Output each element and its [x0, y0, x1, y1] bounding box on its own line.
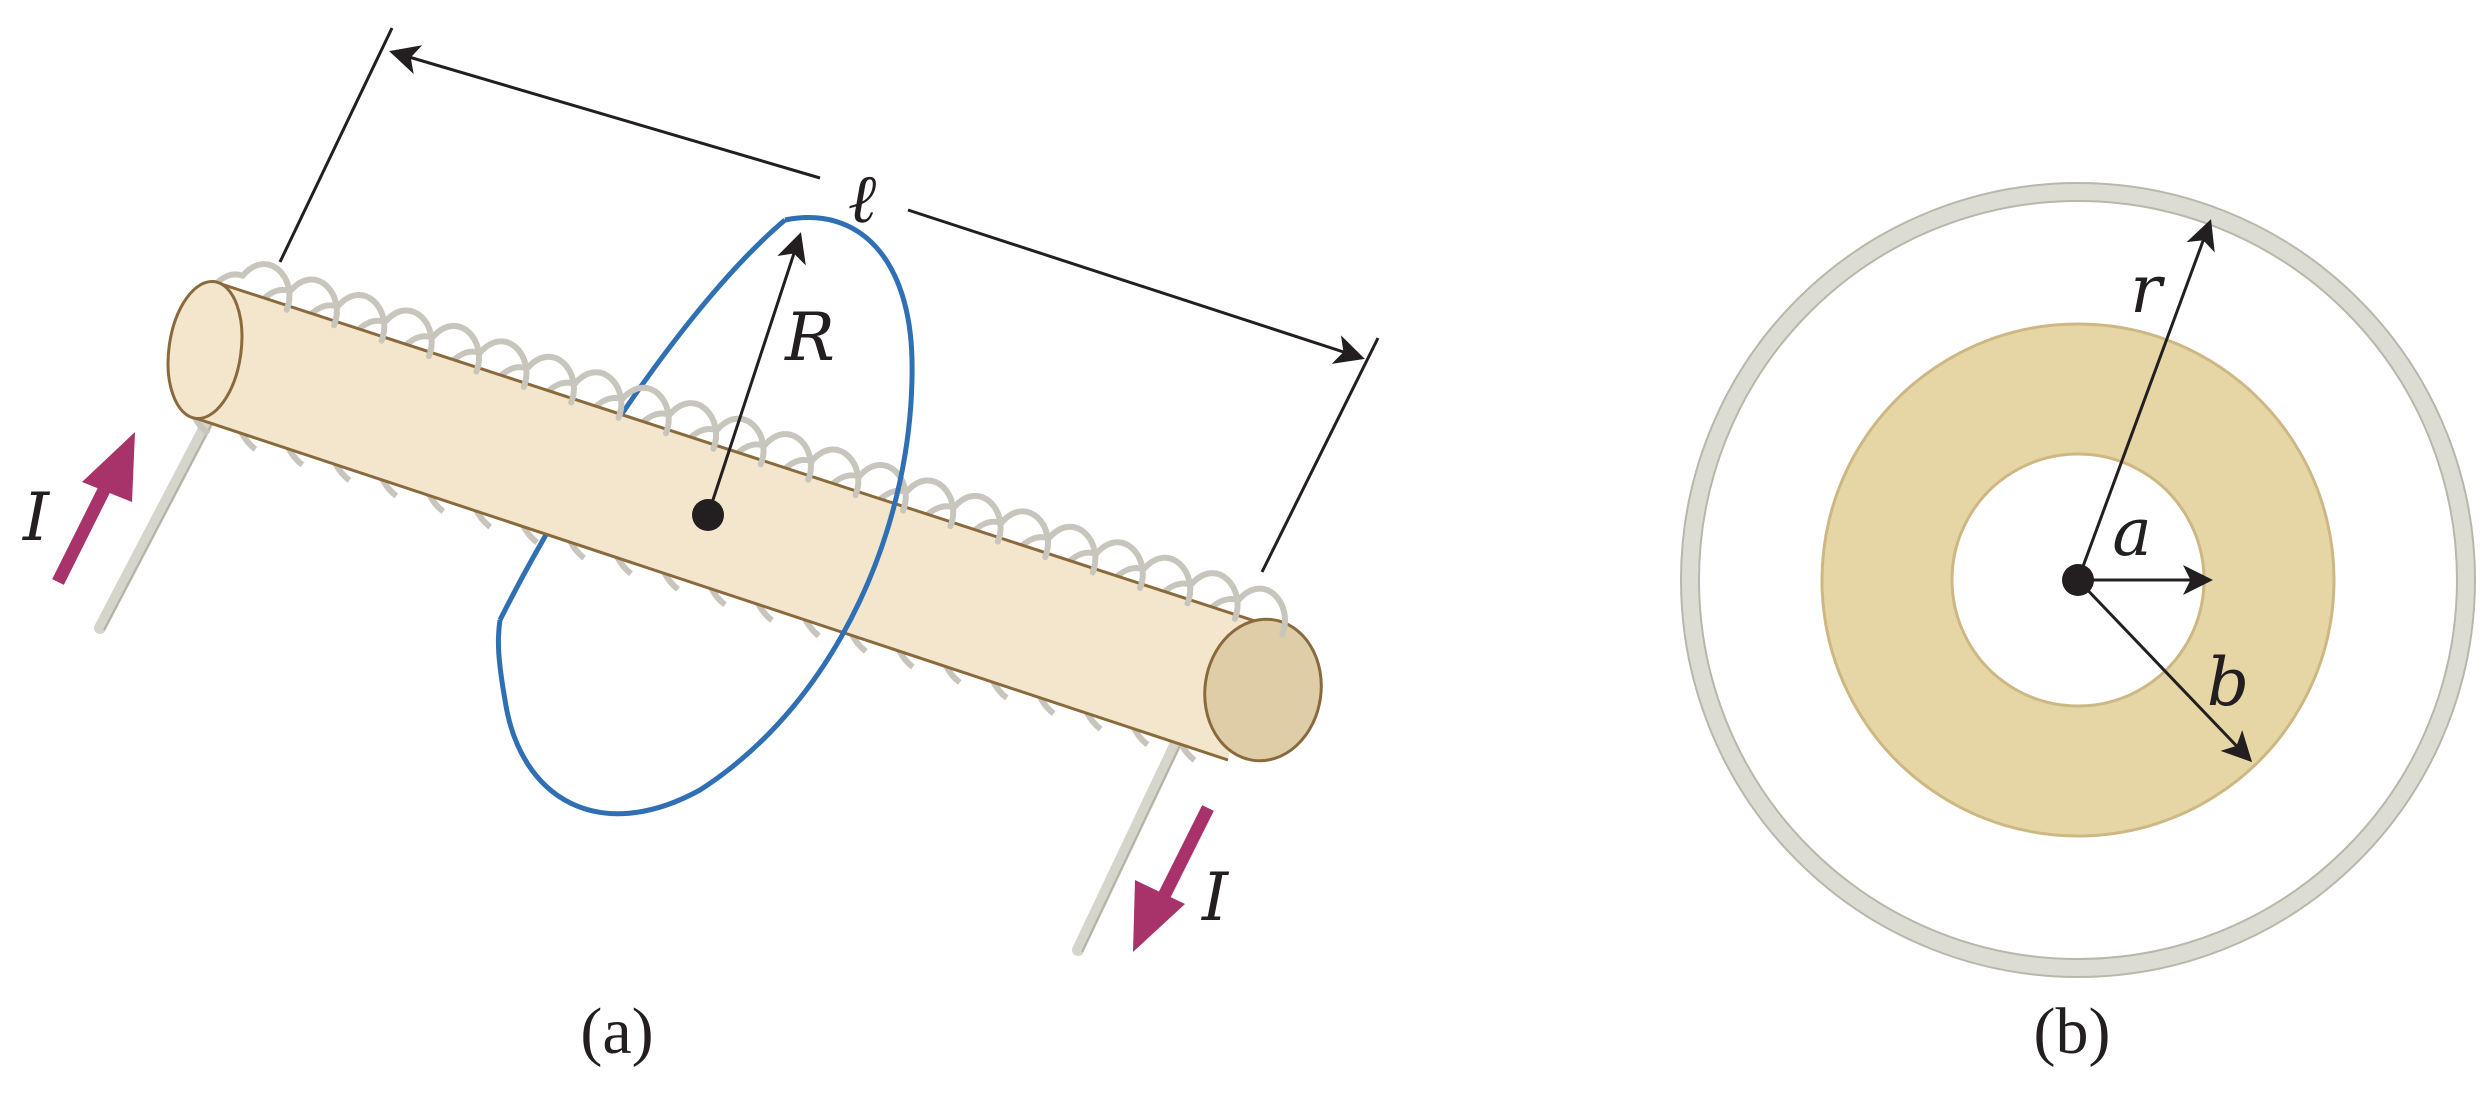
toroid-center-dot — [2062, 564, 2094, 596]
coil-turn-front — [429, 322, 482, 375]
length-arrow-left — [389, 45, 821, 180]
current-out-label: I — [1201, 859, 1230, 936]
lead-wire-out — [1072, 712, 1194, 956]
coil-turn-front — [1187, 570, 1241, 622]
coil-turn-front — [239, 261, 293, 313]
solenoid-core — [166, 279, 1323, 763]
current-in-arrow — [52, 432, 135, 585]
current-in-label: I — [22, 479, 51, 556]
solenoid-panel: ℓ R I I (a) — [22, 27, 1380, 1068]
coil-turn-front — [476, 338, 530, 390]
caption-a: (a) — [580, 995, 653, 1068]
coil-turn-front — [287, 276, 340, 329]
toroid-core-annulus — [1820, 322, 2336, 838]
coil-turn-front — [1045, 523, 1099, 576]
length-extension-right — [1260, 337, 1380, 573]
coil-turn-front — [903, 477, 957, 530]
radius-r-arrow — [706, 232, 806, 516]
radius-r-label: r — [2130, 251, 2165, 328]
length-extension-left — [278, 27, 394, 263]
coil-turn-front — [571, 369, 625, 421]
core-top-edge — [214, 280, 1259, 624]
amperian-loop — [495, 215, 915, 817]
loop-center-dot — [692, 499, 724, 531]
radius-label: R — [784, 299, 835, 376]
core-front-end — [1203, 617, 1323, 763]
core-bottom-edge — [194, 416, 1229, 762]
radius-a-label: a — [2112, 494, 2151, 571]
radius-r-arrow — [2076, 219, 2215, 581]
coil-turn-front — [618, 384, 672, 437]
length-arrow-right — [907, 208, 1365, 364]
coil-turn-front — [761, 431, 814, 483]
core-back-end — [166, 279, 244, 421]
radius-b-label: b — [2207, 644, 2249, 721]
length-label: ℓ — [848, 160, 876, 239]
radius-b-arrow — [2076, 578, 2253, 763]
current-out-arrow — [1133, 805, 1214, 952]
outer-ring — [1681, 183, 2475, 977]
toroid-cross-section-panel: r a b (b) — [1680, 182, 2476, 1068]
coil-turn-front — [666, 400, 720, 452]
coil-turn-front — [1140, 554, 1194, 607]
coil-turn-front — [808, 446, 862, 499]
coil-turn-front — [1093, 539, 1146, 591]
coil-turn-front — [1235, 585, 1288, 638]
caption-b: (b) — [2034, 995, 2111, 1068]
coil-turn-front — [524, 353, 577, 406]
amperian-loop-back — [497, 218, 787, 622]
coil-turn-front — [334, 292, 388, 344]
length-dimension — [278, 27, 1380, 573]
coil-turn-front — [998, 508, 1051, 560]
coil-turn-front — [713, 415, 767, 468]
lead-wire-in — [94, 404, 220, 634]
coil-turn-front — [381, 307, 435, 360]
coil-turn-front — [950, 492, 1004, 545]
coil-turn-front — [856, 462, 909, 514]
coil-front-turns — [239, 261, 1288, 638]
